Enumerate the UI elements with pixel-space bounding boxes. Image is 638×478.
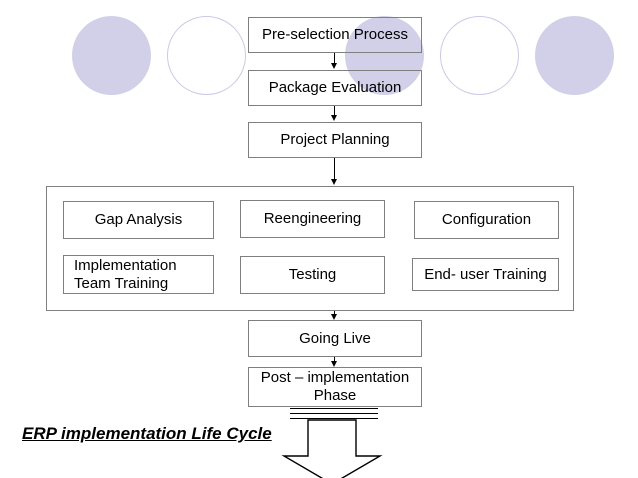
stage-box-going-live[interactable]: Going Live: [248, 320, 422, 357]
block-arrow-shape: [281, 419, 383, 478]
connector-arrowhead-2: [331, 115, 337, 121]
stage-box-testing[interactable]: Testing: [240, 256, 385, 294]
connector-arrowhead-5: [331, 361, 337, 367]
connector-line-1: [334, 53, 335, 64]
stage-box-post-implementation-phase[interactable]: Post – implementation Phase: [248, 367, 422, 407]
circle-filled-right: [535, 16, 614, 95]
implementation-phase-group: [46, 186, 574, 311]
circle-outline-right: [440, 16, 519, 95]
stage-box-pre-selection-process[interactable]: Pre-selection Process: [248, 17, 422, 53]
connector-line-2: [334, 106, 335, 116]
stage-box-end-user-training[interactable]: End- user Training: [412, 258, 559, 291]
connector-line-4: [334, 311, 335, 315]
circle-outline-left: [167, 16, 246, 95]
downward-block-arrow: [281, 419, 383, 478]
connector-line-5: [334, 357, 335, 362]
connector-line-3: [334, 158, 335, 180]
stage-box-configuration[interactable]: Configuration: [414, 201, 559, 239]
stack-line-1: [290, 408, 378, 409]
stage-box-project-planning[interactable]: Project Planning: [248, 122, 422, 158]
stage-box-package-evaluation[interactable]: Package Evaluation: [248, 70, 422, 106]
circle-filled-left: [72, 16, 151, 95]
connector-arrowhead-1: [331, 63, 337, 69]
stack-line-2: [290, 413, 378, 414]
circle-filled-center: [345, 16, 424, 95]
stage-box-reengineering[interactable]: Reengineering: [240, 200, 385, 238]
stack-line-3: [290, 418, 378, 419]
connector-arrowhead-4: [331, 314, 337, 320]
stage-box-gap-analysis[interactable]: Gap Analysis: [63, 201, 214, 239]
stage-box-implementation-team-training[interactable]: Implementation Team Training: [63, 255, 214, 294]
connector-arrowhead-3: [331, 179, 337, 185]
diagram-title: ERP implementation Life Cycle: [22, 424, 272, 443]
